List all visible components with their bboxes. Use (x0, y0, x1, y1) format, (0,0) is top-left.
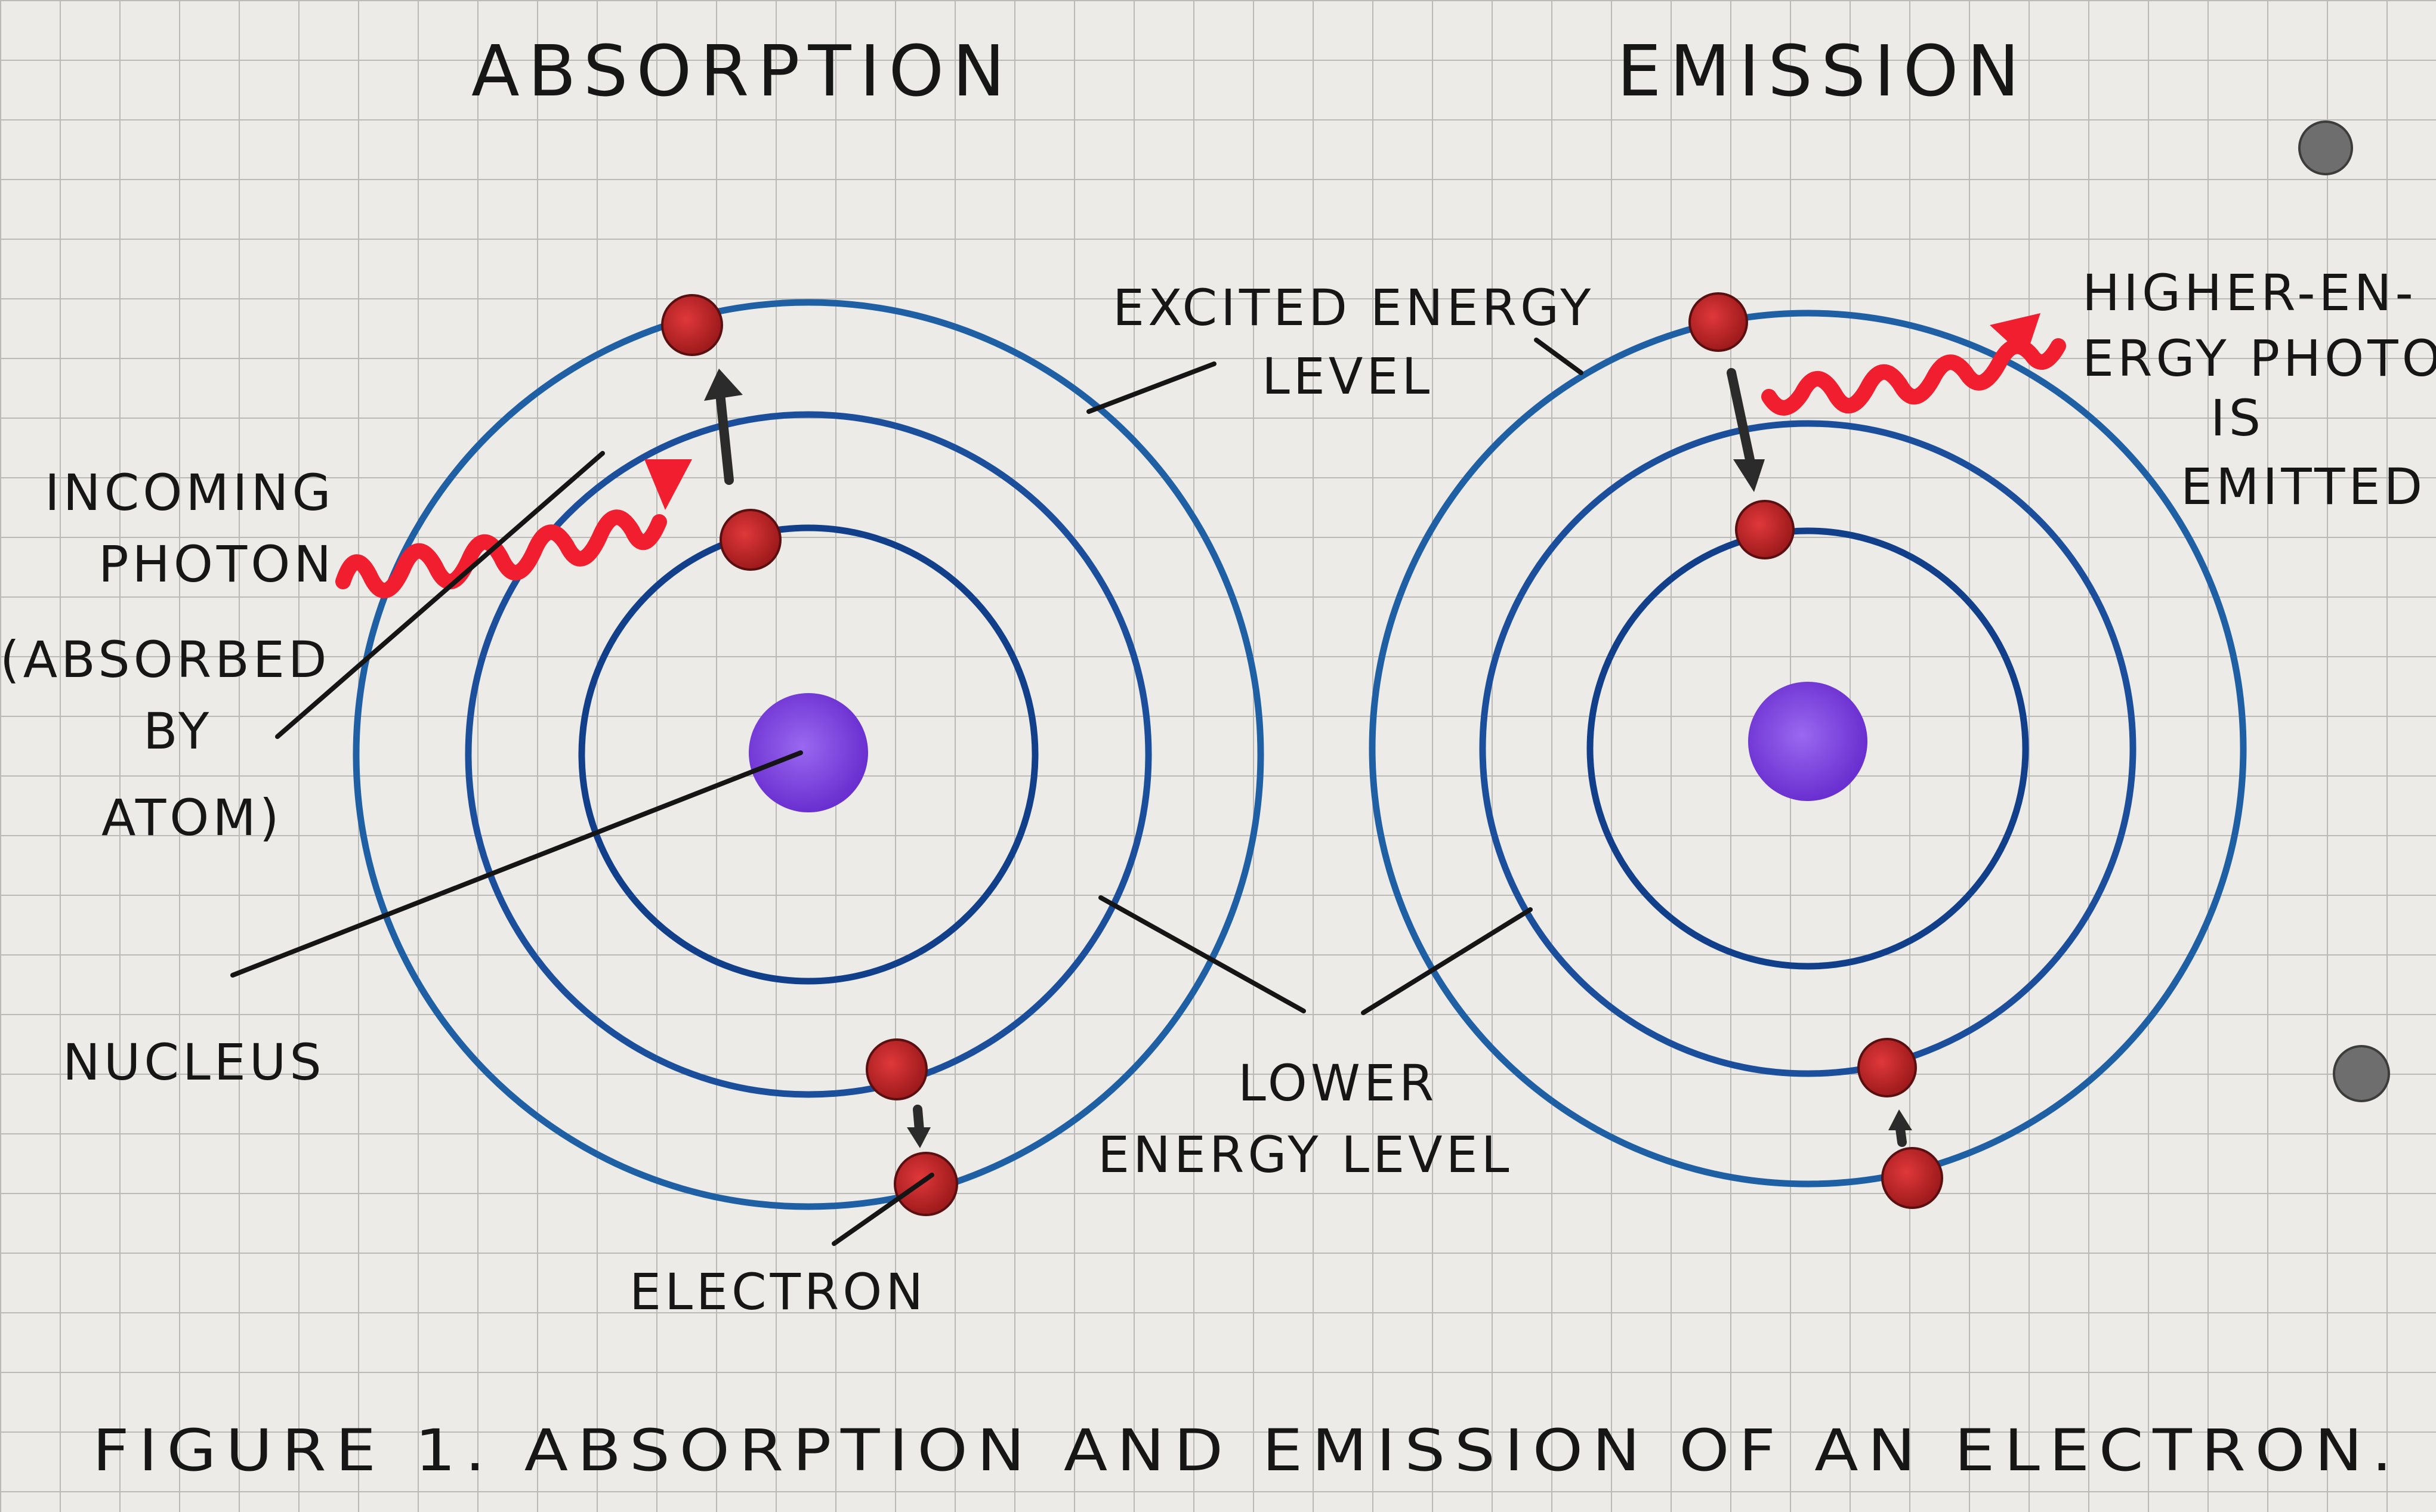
leader-electron (832, 1173, 934, 1246)
electron-bottom-outer (1881, 1147, 1943, 1209)
title-absorption: ABSORPTION (471, 30, 1014, 112)
transition-arrow-down (1727, 368, 1765, 492)
label-excited-energy-level: EXCITED ENERGY LEVEL (1113, 279, 1594, 406)
electron-bottom-outer (894, 1152, 958, 1216)
electron-top-ground (1735, 500, 1795, 559)
label-higher-energy-line-4: EMITTED (2181, 457, 2426, 516)
leader-excited-left (1086, 361, 1217, 414)
leader-lines (230, 338, 1583, 1246)
leader-nucleus (230, 750, 803, 978)
inner-orbit (1586, 527, 2029, 970)
electron-top-excited (661, 294, 723, 356)
emitted-photon-wave (1761, 313, 2066, 416)
label-excited-line-1: EXCITED ENERGY (1113, 279, 1594, 337)
label-incoming-photon: INCOMING PHOTON (ABSORBED BY ATOM) (0, 463, 335, 847)
middle-orbit (465, 411, 1152, 1098)
label-higher-energy-line-2: ERGY PHOTON (2082, 329, 2436, 388)
binder-hole-top (2298, 120, 2353, 175)
transition-arrow-small-up (1888, 1109, 1912, 1147)
label-electron: ELECTRON (629, 1263, 927, 1321)
transition-arrow-small-down (907, 1105, 931, 1148)
electron-top-ground (720, 509, 782, 571)
electron-bottom-middle (1857, 1038, 1917, 1097)
incoming-photon-wave (335, 459, 692, 598)
electron-bottom-middle (866, 1038, 928, 1100)
label-incoming-photon-line-1: INCOMING (45, 463, 335, 522)
nucleus (1748, 682, 1867, 801)
label-higher-energy-line-1: HIGHER-EN- (2082, 264, 2417, 322)
label-higher-energy-line-3: IS (2210, 389, 2264, 447)
label-lower-line-1: LOWER (1238, 1054, 1437, 1112)
leader-lower-left (1098, 895, 1306, 1013)
electron-top-excited (1688, 292, 1748, 352)
label-incoming-photon-line-3: (ABSORBED (0, 630, 331, 689)
label-incoming-photon-line-5: ATOM) (101, 789, 283, 847)
leader-incoming-photon (275, 451, 605, 739)
inner-orbit (578, 524, 1039, 985)
outer-orbit-excited (1369, 310, 2247, 1188)
absorption-atom (335, 294, 1264, 1216)
binder-hole-bottom (2333, 1045, 2390, 1102)
figure-caption: FIGURE 1. ABSORPTION AND EMISSION OF AN … (92, 1417, 2401, 1484)
label-lower-energy-level: LOWER ENERGY LEVEL (1098, 1054, 1512, 1184)
outer-orbit-excited (353, 299, 1264, 1210)
nucleus (749, 693, 868, 812)
label-excited-line-2: LEVEL (1262, 347, 1433, 406)
label-higher-energy-photon: HIGHER-EN- ERGY PHOTON IS EMITTED (2082, 264, 2436, 516)
middle-orbit (1479, 420, 2136, 1077)
transition-arrow-up (704, 369, 743, 485)
label-incoming-photon-line-4: BY (143, 702, 212, 760)
leader-lower-right (1361, 907, 1533, 1015)
label-nucleus: NUCLEUS (63, 1033, 325, 1092)
emission-atom (1369, 292, 2247, 1209)
leader-excited-right (1534, 338, 1583, 375)
title-emission: EMISSION (1617, 30, 2028, 112)
label-lower-line-2: ENERGY LEVEL (1098, 1126, 1512, 1184)
label-incoming-photon-line-2: PHOTON (98, 535, 335, 593)
